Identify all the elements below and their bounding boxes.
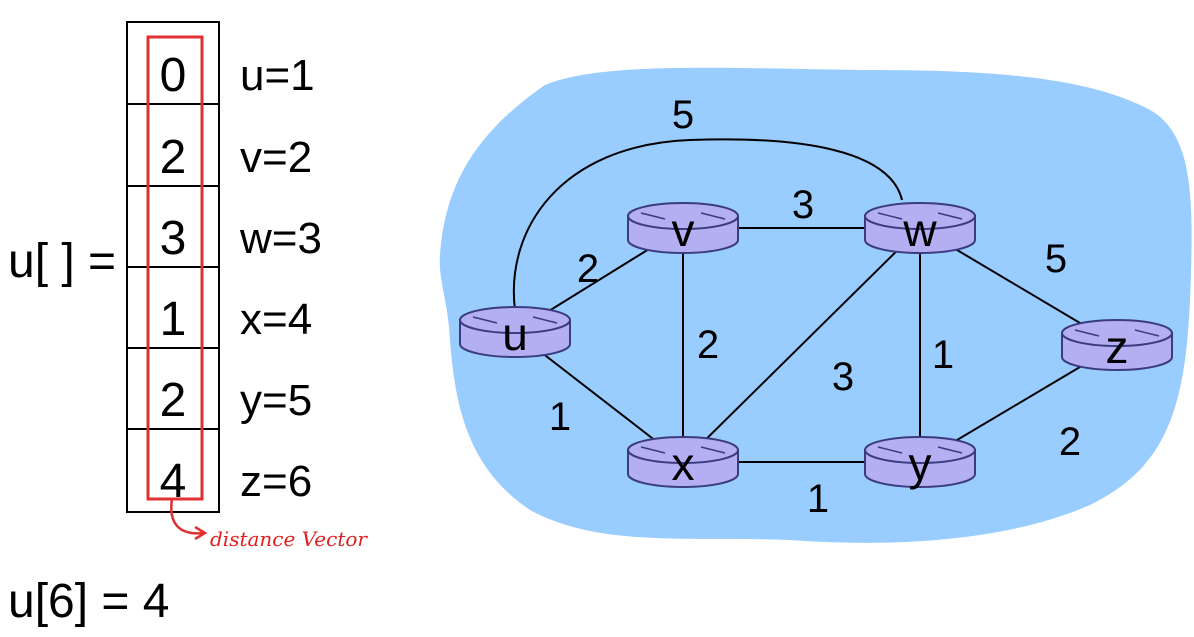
- router-arrow-icon: [700, 212, 726, 220]
- router-v: v: [627, 202, 739, 256]
- network-graph: 2 1 5 3 2 3 1 1 5 2 u v w x y z: [439, 67, 1192, 543]
- router-arrow-icon: [877, 446, 903, 454]
- edge-weight-x-w: 3: [832, 355, 854, 399]
- edge-weight-x-y: 1: [807, 477, 829, 521]
- index-label: y=5: [240, 376, 312, 425]
- router-top: [627, 436, 739, 464]
- edge-weight-y-z: 2: [1059, 420, 1081, 464]
- router-arrow-icon: [1134, 329, 1160, 337]
- router-top: [864, 202, 976, 230]
- annotation-arrow: [170, 498, 205, 535]
- distance-vector-note: distance Vector: [210, 527, 368, 551]
- edge-weight-w-y: 1: [932, 333, 954, 377]
- network-cloud: [439, 67, 1192, 543]
- router-arrow-icon: [937, 212, 963, 220]
- router-arrow-icon: [640, 212, 666, 220]
- router-arrow-icon: [700, 446, 726, 454]
- index-label: x=4: [240, 295, 312, 344]
- graph-nodes: u v w x y z: [459, 202, 1173, 490]
- edge-weights: 2 1 5 3 2 3 1 1 5 2: [549, 93, 1081, 521]
- edge-weight-v-x: 2: [697, 323, 719, 367]
- router-x: x: [627, 436, 739, 490]
- index-label: w=3: [239, 214, 322, 263]
- node-label-u: u: [502, 308, 528, 360]
- node-label-z: z: [1106, 321, 1129, 373]
- edge-weight-u-x: 1: [549, 395, 571, 439]
- node-label-w: w: [902, 204, 937, 256]
- router-arrow-icon: [937, 446, 963, 454]
- node-label-v: v: [672, 204, 695, 256]
- router-arrow-icon: [1074, 329, 1100, 337]
- router-top: [627, 202, 739, 230]
- router-top: [1061, 319, 1173, 347]
- footer-expression: u[6] = 4: [8, 575, 169, 628]
- edge-weight-u-w: 5: [672, 93, 694, 137]
- node-label-y: y: [909, 438, 932, 490]
- edge-weight-w-z: 5: [1045, 237, 1067, 281]
- router-arrow-icon: [640, 446, 666, 454]
- router-arrow-icon: [532, 316, 558, 324]
- vector-panel: u[ ] = 0 2 3 1 2 4 distance Vector u=1 v…: [8, 21, 368, 628]
- router-arrow-icon: [877, 212, 903, 220]
- router-u: u: [459, 306, 571, 360]
- array-cell: 1: [160, 293, 187, 346]
- index-label: z=6: [240, 457, 312, 506]
- node-label-x: x: [672, 438, 695, 490]
- index-label: u=1: [240, 51, 315, 100]
- edge-x-w: [682, 227, 921, 463]
- router-top: [864, 436, 976, 464]
- index-label: v=2: [240, 133, 312, 182]
- annotation-arrowhead: [194, 525, 208, 541]
- edge-weight-v-w: 3: [792, 183, 814, 227]
- router-top: [459, 306, 571, 334]
- array-cell: 0: [160, 49, 187, 102]
- router-arrow-icon: [472, 316, 498, 324]
- array-cell: 3: [160, 212, 187, 265]
- router-w: w: [864, 202, 976, 256]
- router-z: z: [1061, 319, 1173, 373]
- edge-u-w: [512, 138, 903, 311]
- distance-vector-highlight: [146, 35, 204, 501]
- array-cell: 2: [160, 131, 187, 184]
- vector-label: u[ ] =: [8, 235, 116, 288]
- array-cell: 2: [160, 374, 187, 427]
- edge-weight-u-v: 2: [577, 247, 599, 291]
- router-y: y: [864, 436, 976, 490]
